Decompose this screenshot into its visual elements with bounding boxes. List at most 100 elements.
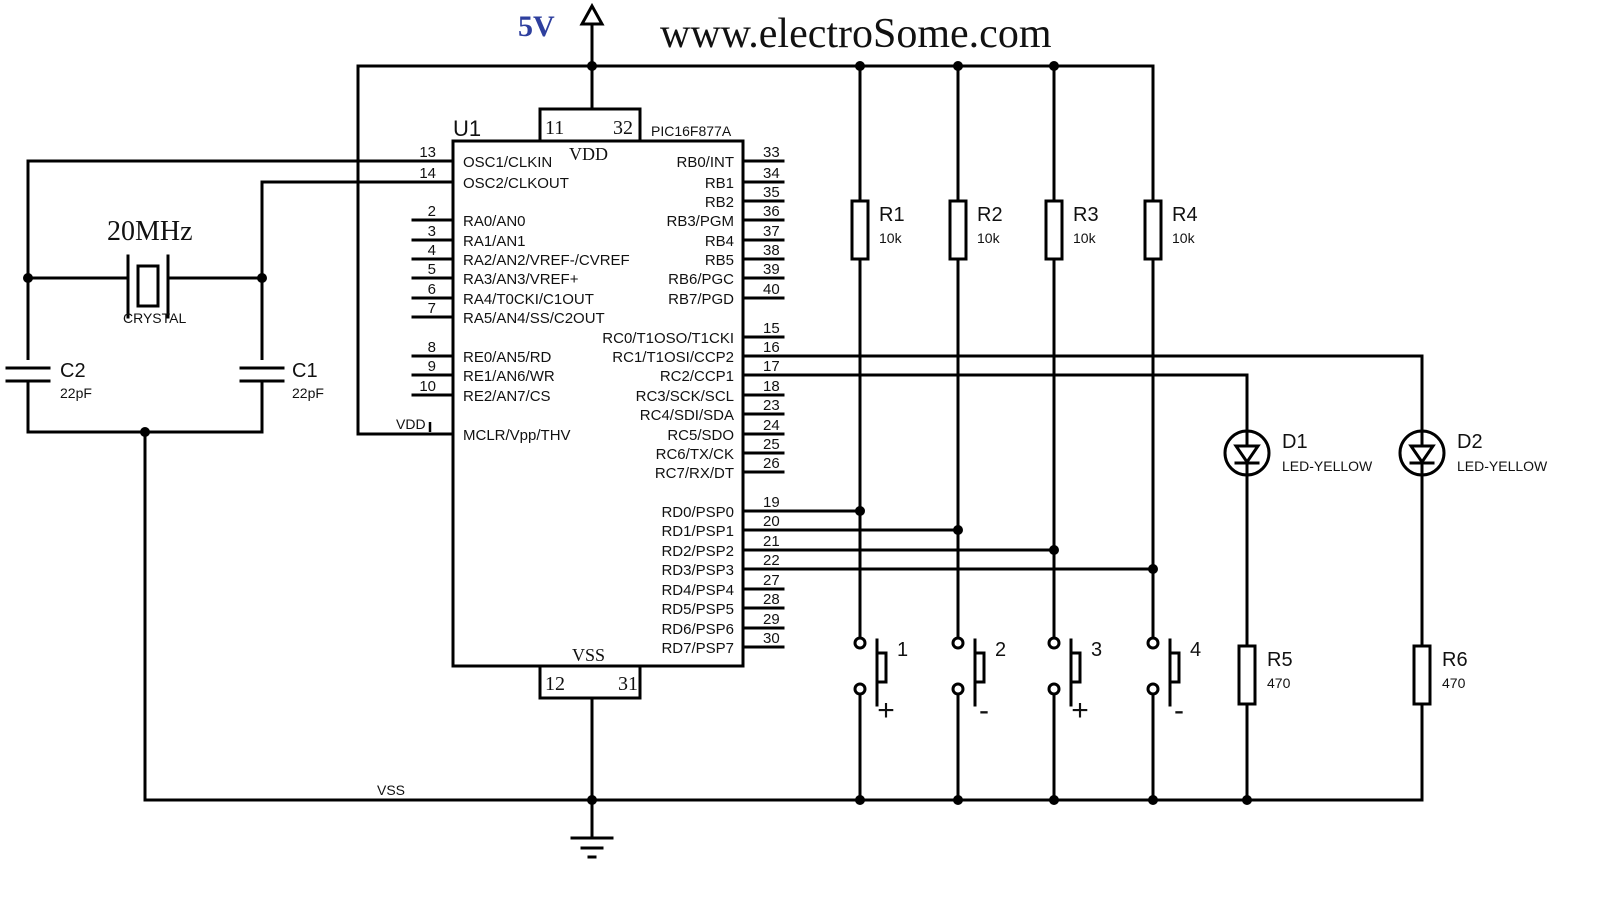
ground-icon bbox=[570, 836, 614, 859]
pin-number: 21 bbox=[763, 533, 780, 550]
pin-number: 30 bbox=[763, 630, 780, 647]
pin-number: 8 bbox=[428, 339, 436, 356]
resistor-value: 470 bbox=[1442, 675, 1466, 691]
pin-label: RE2/AN7/CS bbox=[463, 388, 551, 405]
junction-dot bbox=[953, 61, 963, 71]
cap-value: 22pF bbox=[60, 385, 92, 401]
resistor-icon bbox=[850, 199, 870, 261]
pin-label: OSC1/CLKIN bbox=[463, 154, 552, 171]
button-number: 2 bbox=[995, 639, 1006, 661]
pin-number: 29 bbox=[763, 611, 780, 628]
crystal-frequency: 20MHz bbox=[107, 216, 193, 247]
pin-label: RC3/SCK/SCL bbox=[636, 388, 734, 405]
pin-number: 28 bbox=[763, 591, 780, 608]
push-button[interactable]: 1+ bbox=[853, 636, 908, 727]
junction-dot bbox=[587, 795, 597, 805]
pin-number: 16 bbox=[763, 339, 780, 356]
pin-label: OSC2/CLKOUT bbox=[463, 175, 569, 192]
button-number: 4 bbox=[1190, 639, 1201, 661]
pin-number: 10 bbox=[419, 378, 436, 395]
pin-label: RD6/PSP6 bbox=[661, 621, 734, 638]
cap-value: 22pF bbox=[292, 385, 324, 401]
resistor-icon bbox=[1237, 644, 1257, 706]
push-button[interactable]: 3+ bbox=[1047, 636, 1102, 727]
vss-label: VSS bbox=[572, 645, 605, 665]
push-button[interactable]: 2- bbox=[951, 636, 1006, 727]
junction-dot bbox=[1242, 795, 1252, 805]
resistor-value: 10k bbox=[879, 230, 903, 246]
pin-number: 13 bbox=[419, 144, 436, 161]
vdd-label: VDD bbox=[569, 144, 608, 164]
button-number: 1 bbox=[897, 639, 908, 661]
pin-number: 15 bbox=[763, 320, 780, 337]
resistor-refdes: R5 bbox=[1267, 649, 1293, 671]
capacitor-c2: C2 22pF bbox=[5, 360, 92, 401]
pin-number: 9 bbox=[428, 358, 436, 375]
button-sign: - bbox=[1174, 694, 1184, 727]
pin-number: 31 bbox=[618, 673, 638, 695]
led-type: LED-YELLOW bbox=[1457, 458, 1548, 474]
junction-dot bbox=[1049, 795, 1059, 805]
pin-number: 6 bbox=[428, 281, 436, 298]
vdd-pin-block bbox=[538, 107, 642, 143]
pin-number: 32 bbox=[613, 117, 633, 139]
pin-number: 39 bbox=[763, 261, 780, 278]
button-number: 3 bbox=[1091, 639, 1102, 661]
pin-label: RC6/TX/CK bbox=[656, 446, 734, 463]
pin-label: RC7/RX/DT bbox=[655, 465, 734, 482]
pin-number: 4 bbox=[428, 242, 436, 259]
led-icon bbox=[1398, 429, 1446, 477]
pin-label: RC2/CCP1 bbox=[660, 368, 734, 385]
pin-number: 2 bbox=[428, 203, 436, 220]
capacitor-c1: C1 22pF bbox=[239, 360, 324, 401]
pin-label: RD2/PSP2 bbox=[661, 543, 734, 560]
supply-label: 5V bbox=[518, 10, 555, 43]
pin-label: RA1/AN1 bbox=[463, 233, 526, 250]
pin-number: 5 bbox=[428, 261, 436, 278]
pin-number: 18 bbox=[763, 378, 780, 395]
push-button[interactable]: 4- bbox=[1146, 636, 1201, 727]
pin-number: 7 bbox=[428, 300, 436, 317]
pin-label: RC4/SDI/SDA bbox=[640, 407, 734, 424]
resistor-value: 470 bbox=[1267, 675, 1291, 691]
mcu-part-number: PIC16F877A bbox=[651, 123, 732, 139]
resistor-refdes: R2 bbox=[977, 204, 1003, 226]
junction-dot bbox=[1049, 545, 1059, 555]
pin-label: RA3/AN3/VREF+ bbox=[463, 271, 579, 288]
pin-label: RB7/PGD bbox=[668, 291, 734, 308]
oscillator-circuit: 20MHz CRYSTAL C2 22pF C1 22pF bbox=[5, 159, 455, 802]
pin-label: RA0/AN0 bbox=[463, 213, 526, 230]
pin-number: 19 bbox=[763, 494, 780, 511]
resistor-value: 10k bbox=[1073, 230, 1097, 246]
button-sign: + bbox=[877, 694, 895, 727]
pin-label: RE0/AN5/RD bbox=[463, 349, 552, 366]
cap-refdes: C1 bbox=[292, 360, 318, 382]
pin-label: RB2 bbox=[705, 194, 734, 211]
led-type: LED-YELLOW bbox=[1282, 458, 1373, 474]
